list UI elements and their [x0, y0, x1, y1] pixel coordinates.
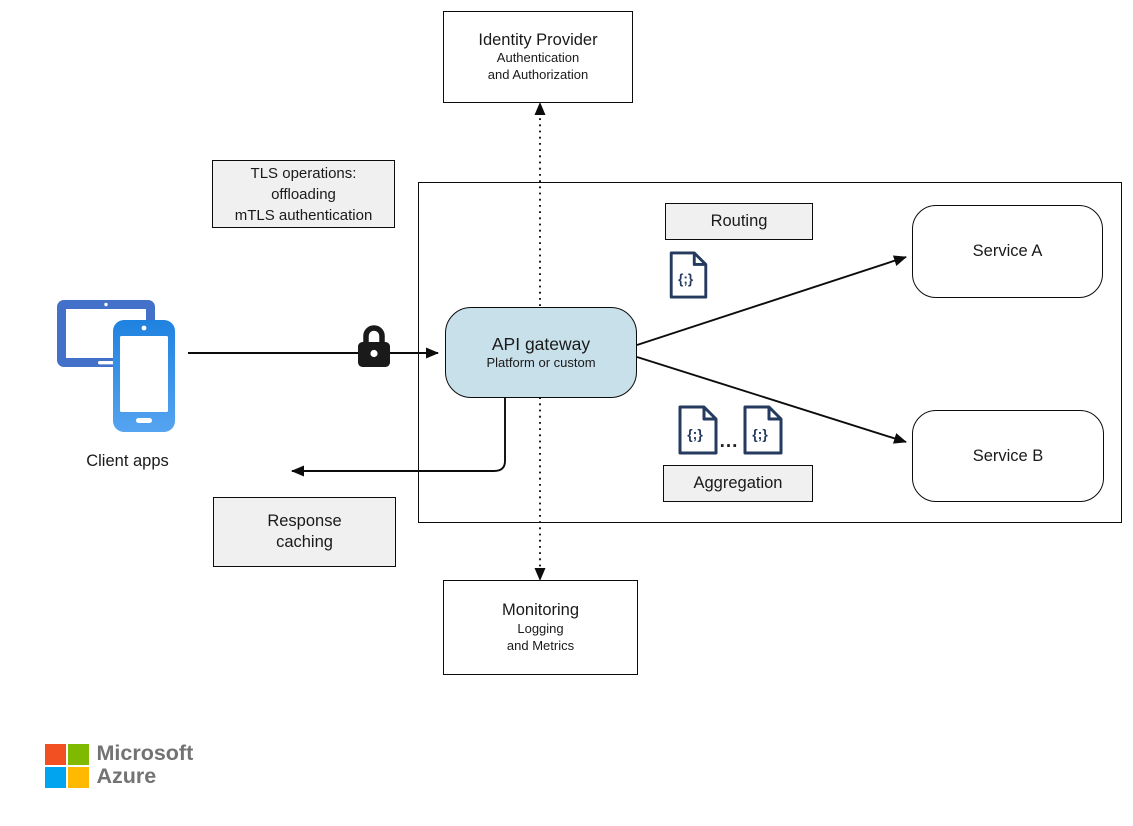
logo-square-red [45, 744, 66, 765]
monitoring-title: Monitoring [501, 601, 580, 620]
arrowhead-up-to-identity-provider [534, 102, 546, 115]
smartphone-icon [113, 320, 175, 432]
aggregation-label: Aggregation [693, 474, 783, 493]
tls-operations-box: TLS operations: offloading mTLS authenti… [212, 160, 395, 228]
monitoring-subtitle-line2: and Metrics [506, 637, 575, 653]
api-gateway-box: API gateway Platform or custom [445, 307, 637, 398]
tls-line3: mTLS authentication [234, 206, 373, 224]
response-caching-box: Response caching [213, 497, 396, 567]
microsoft-azure-logo: Microsoft Azure [45, 741, 194, 788]
service-a-box: Service A [912, 205, 1103, 298]
response-caching-line1: Response [267, 512, 342, 531]
api-gateway-subtitle: Platform or custom [486, 355, 596, 371]
arrow-gateway-to-service-a [636, 255, 907, 346]
identity-provider-box: Identity Provider Authentication and Aut… [443, 11, 633, 103]
arrowhead-down-to-monitoring [534, 568, 546, 581]
logo-square-green [68, 744, 89, 765]
gateway-boundary-container [418, 182, 1122, 523]
arrow-gateway-to-service-b [636, 356, 907, 444]
client-apps-label: Client apps [86, 452, 169, 470]
logo-square-blue [45, 767, 66, 788]
routing-label-box: Routing [665, 203, 813, 240]
aggregation-label-box: Aggregation [663, 465, 813, 502]
microsoft-logo-icon [45, 744, 89, 788]
arrow-gateway-to-response-caching [291, 398, 506, 477]
doc-glyph: {;} [687, 426, 703, 442]
monitoring-box: Monitoring Logging and Metrics [443, 580, 638, 675]
service-b-box: Service B [912, 410, 1104, 502]
service-a-label: Service A [972, 242, 1043, 261]
logo-text-azure: Azure [96, 764, 157, 788]
client-devices-icon [57, 300, 175, 432]
aggregation-ellipsis: ... [719, 431, 739, 452]
routing-label: Routing [710, 212, 768, 231]
aggregation-document-icon-1: {;} [678, 405, 718, 455]
identity-provider-title: Identity Provider [478, 30, 598, 49]
lock-icon [358, 325, 390, 367]
doc-glyph: {;} [752, 426, 768, 442]
monitoring-subtitle-line1: Logging [517, 620, 564, 636]
response-caching-line2: caching [276, 533, 333, 551]
microsoft-azure-wordmark: Microsoft Azure [96, 741, 194, 788]
tls-line1: TLS operations: [250, 164, 357, 182]
routing-document-icon: {;} [669, 251, 708, 299]
api-gateway-title: API gateway [491, 334, 591, 355]
aggregation-document-icon-2: {;} [743, 405, 783, 455]
tls-line2: offloading [271, 185, 336, 203]
logo-square-yellow [68, 767, 89, 788]
identity-provider-subtitle-line1: Authentication [496, 50, 580, 66]
logo-text-microsoft: Microsoft [96, 741, 194, 765]
identity-provider-subtitle-line2: and Authorization [487, 67, 589, 83]
doc-glyph: {;} [678, 272, 694, 287]
service-b-label: Service B [972, 446, 1044, 465]
